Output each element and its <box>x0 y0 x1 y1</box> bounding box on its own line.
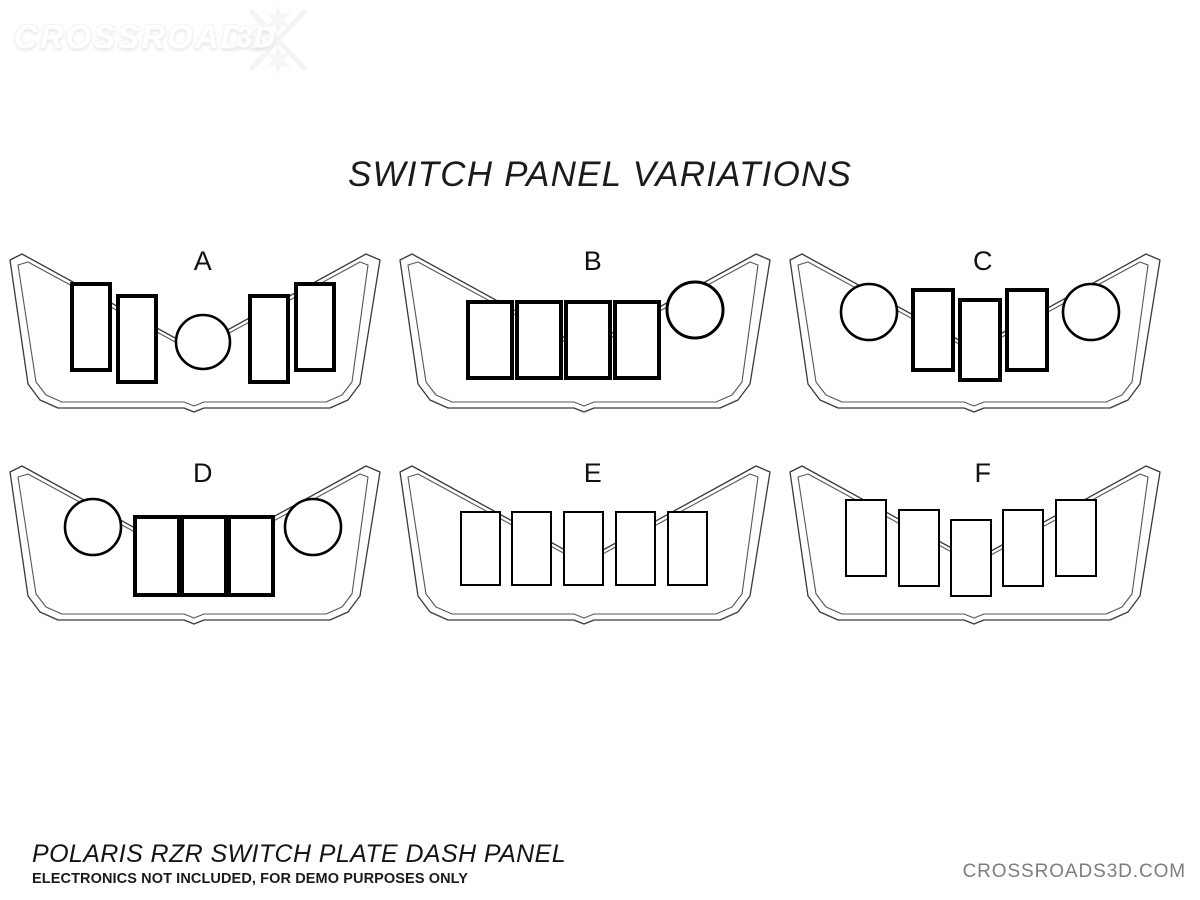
switch-cutout-rect[interactable] <box>1002 509 1044 587</box>
switch-cutout-circle[interactable] <box>1061 282 1121 342</box>
panel-label-b: B <box>583 246 603 276</box>
switch-cutout-rect[interactable] <box>911 288 955 372</box>
dash-panel-b[interactable]: B <box>398 232 788 422</box>
switch-cutout-rect[interactable] <box>133 515 181 597</box>
switch-cutout-rect[interactable] <box>180 515 228 597</box>
switch-cutout-circle[interactable] <box>174 313 232 371</box>
switch-cutout-rect[interactable] <box>511 511 552 586</box>
switch-cutout-circle[interactable] <box>63 497 123 557</box>
star-burst-icon <box>249 4 307 76</box>
panel-outline-d <box>9 465 381 625</box>
switch-cutout-rect[interactable] <box>1005 288 1049 372</box>
dash-panel-e[interactable]: E <box>398 444 788 634</box>
panel-grid: A B C D E F <box>0 232 1200 642</box>
panel-outline-c <box>789 253 1161 413</box>
switch-cutout-rect[interactable] <box>466 300 514 380</box>
switch-cutout-rect[interactable] <box>227 515 275 597</box>
panel-label-a: A <box>193 246 213 276</box>
dash-panel-d[interactable]: D <box>8 444 398 634</box>
panel-label-e: E <box>583 458 603 488</box>
switch-cutout-rect[interactable] <box>950 519 992 597</box>
switch-cutout-rect[interactable] <box>515 300 563 380</box>
switch-cutout-rect[interactable] <box>898 509 940 587</box>
switch-cutout-rect[interactable] <box>70 282 112 372</box>
dash-panel-a[interactable]: A <box>8 232 398 422</box>
panel-outline-e <box>399 465 771 625</box>
dash-panel-f[interactable]: F <box>788 444 1178 634</box>
panel-outline-b <box>399 253 771 413</box>
panel-label-d: D <box>193 458 213 488</box>
switch-cutout-rect[interactable] <box>564 300 612 380</box>
switch-cutout-rect[interactable] <box>1055 499 1097 577</box>
switch-cutout-rect[interactable] <box>116 294 158 384</box>
brand-suffix: 3D <box>236 21 277 54</box>
switch-cutout-rect[interactable] <box>845 499 887 577</box>
switch-cutout-circle[interactable] <box>839 282 899 342</box>
switch-cutout-rect[interactable] <box>460 511 501 586</box>
switch-cutout-rect[interactable] <box>667 511 708 586</box>
footer-website: CROSSROADS3D.COM <box>962 861 1186 882</box>
panel-label-f: F <box>974 458 992 488</box>
switch-cutout-circle[interactable] <box>283 497 343 557</box>
switch-cutout-rect[interactable] <box>294 282 336 372</box>
brand-logo: CROSSROADS 3D <box>14 4 314 76</box>
page-title: SWITCH PANEL VARIATIONS <box>347 155 853 194</box>
switch-cutout-rect[interactable] <box>563 511 604 586</box>
brand-wordmark: CROSSROADS <box>14 18 271 55</box>
footer-product-title: POLARIS RZR SWITCH PLATE DASH PANEL <box>32 840 567 868</box>
switch-cutout-rect[interactable] <box>613 300 661 380</box>
panel-outline-a <box>9 253 381 413</box>
panel-outline-f <box>789 465 1161 625</box>
switch-cutout-circle[interactable] <box>665 280 725 340</box>
panel-label-c: C <box>973 246 993 276</box>
dash-panel-c[interactable]: C <box>788 232 1178 422</box>
footer-disclaimer: ELECTRONICS NOT INCLUDED, FOR DEMO PURPO… <box>32 871 469 887</box>
switch-cutout-rect[interactable] <box>958 298 1002 382</box>
switch-cutout-rect[interactable] <box>615 511 656 586</box>
switch-cutout-rect[interactable] <box>248 294 290 384</box>
